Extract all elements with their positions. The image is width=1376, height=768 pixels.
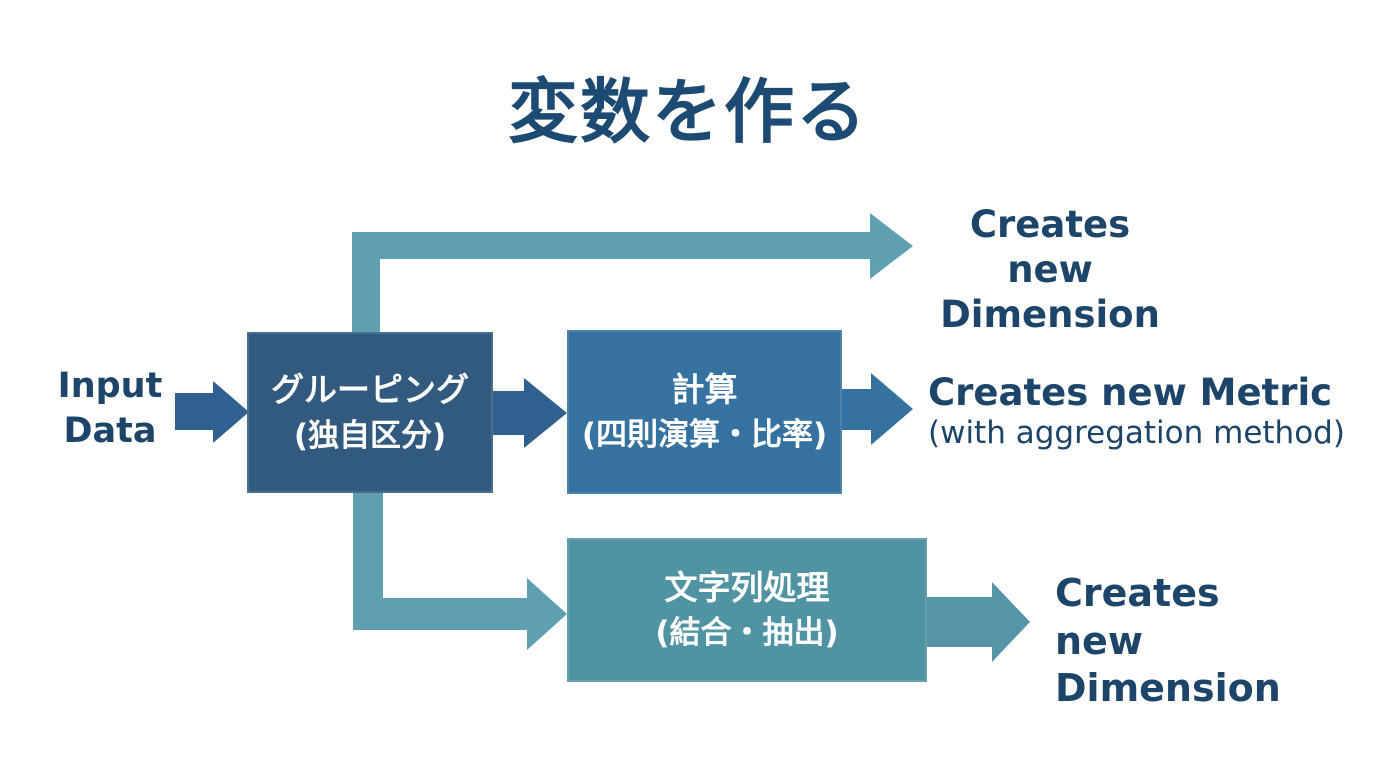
arrow-shaft <box>842 389 871 430</box>
calculation-box-title: 計算 <box>671 369 738 409</box>
arrow-shaft <box>493 391 524 435</box>
arrow-head-icon <box>213 381 249 443</box>
arrow-shaft <box>927 597 992 647</box>
output-metric-label: Creates new Metric (with aggregation met… <box>928 371 1358 452</box>
arrow-head-icon <box>524 378 567 448</box>
page-title: 変数を作る <box>508 71 868 153</box>
arrow-head-icon <box>527 578 567 650</box>
grouping-box-subtitle: (独自区分) <box>293 417 447 454</box>
arrow-head-icon <box>870 213 913 279</box>
output-line: Dimension <box>1055 666 1281 710</box>
output-dimension-top-label: Creates new Dimension <box>925 202 1175 337</box>
arrow-head-icon <box>871 373 913 445</box>
string-processing-box: 文字列処理 (結合・抽出) <box>567 538 927 682</box>
grouping-box: グルーピング (独自区分) <box>247 332 493 493</box>
grouping-box-title: グルーピング <box>271 370 469 410</box>
calculation-box: 計算 (四則演算・比率) <box>567 330 842 494</box>
arrow-horizontal-shaft <box>353 598 527 630</box>
input-data-label: Input Data <box>57 366 163 451</box>
arrow-head-icon <box>992 582 1030 662</box>
output-line: Dimension <box>940 293 1160 337</box>
output-dimension-bottom-label: Creates new Dimension <box>1055 570 1315 713</box>
string-processing-box-title: 文字列処理 <box>664 567 830 607</box>
output-line: (with aggregation method) <box>928 414 1345 451</box>
output-line: Creates new <box>1055 571 1220 663</box>
string-processing-box-subtitle: (結合・抽出) <box>655 615 839 652</box>
arrow-shaft <box>175 393 213 430</box>
output-line: Creates new Metric <box>928 371 1333 414</box>
calculation-box-subtitle: (四則演算・比率) <box>581 417 828 454</box>
arrow-horizontal-shaft <box>352 232 870 259</box>
output-line: Creates new <box>969 203 1131 292</box>
